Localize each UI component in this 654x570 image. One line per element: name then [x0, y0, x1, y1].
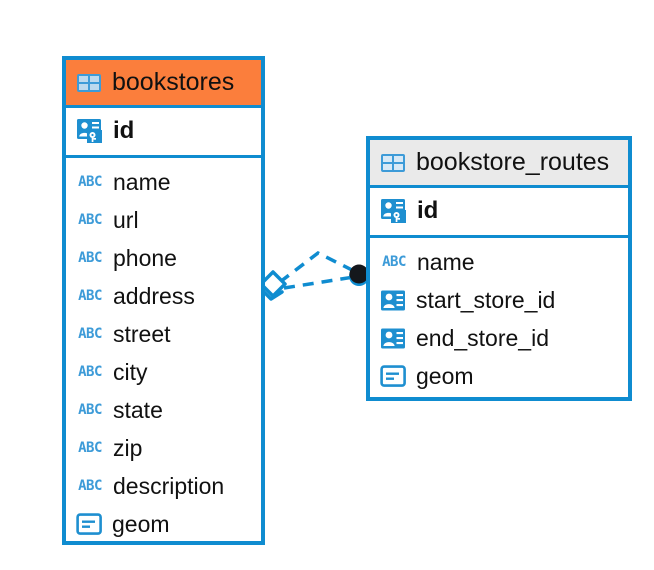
- abc-text-icon: ABC: [78, 326, 102, 342]
- field-row[interactable]: id: [380, 192, 628, 230]
- field-row[interactable]: start_store_id: [380, 281, 628, 319]
- relationship-line-lower: [283, 275, 355, 290]
- field-label: id: [417, 197, 439, 224]
- field-label: name: [113, 168, 171, 195]
- fields-section: ABC name ABC url ABC phone ABC address A…: [66, 158, 261, 549]
- field-label: city: [113, 358, 148, 385]
- field-label: id: [113, 117, 135, 144]
- primary-key-section: id: [370, 188, 628, 238]
- field-label: state: [113, 396, 163, 423]
- table-icon: [76, 72, 102, 94]
- field-row[interactable]: ABC state: [76, 391, 261, 429]
- primary-key-icon: [380, 198, 408, 224]
- field-label: geom: [416, 362, 474, 389]
- geometry-icon: [380, 364, 407, 388]
- abc-text-icon: ABC: [382, 254, 406, 270]
- entity-title: bookstores: [112, 68, 235, 96]
- field-row[interactable]: ABC name: [76, 163, 261, 201]
- primary-key-section: id: [66, 108, 261, 158]
- field-label: end_store_id: [416, 324, 549, 351]
- abc-text-icon: ABC: [78, 212, 102, 228]
- field-row[interactable]: ABC url: [76, 201, 261, 239]
- abc-text-icon: ABC: [78, 402, 102, 418]
- abc-text-icon: ABC: [78, 440, 102, 456]
- abc-text-icon: ABC: [78, 364, 102, 380]
- field-row[interactable]: geom: [380, 357, 628, 395]
- field-label: description: [113, 472, 225, 499]
- field-row[interactable]: ABC phone: [76, 239, 261, 277]
- field-label: geom: [112, 510, 170, 537]
- field-row[interactable]: ABC address: [76, 277, 261, 315]
- field-label: start_store_id: [416, 286, 556, 313]
- field-label: zip: [113, 434, 143, 461]
- abc-text-icon: ABC: [78, 250, 102, 266]
- field-label: name: [417, 248, 475, 275]
- field-label: address: [113, 282, 195, 309]
- entity-title: bookstore_routes: [416, 148, 610, 176]
- entity-bookstore-routes[interactable]: bookstore_routes: [366, 136, 632, 401]
- field-row[interactable]: ABC description: [76, 467, 261, 505]
- field-row[interactable]: ABC zip: [76, 429, 261, 467]
- entity-bookstores[interactable]: bookstores: [62, 56, 265, 545]
- field-row[interactable]: id: [76, 112, 261, 150]
- table-icon: [380, 152, 406, 174]
- relationship-line-upper: [278, 250, 357, 284]
- field-label: phone: [113, 244, 177, 271]
- field-label: street: [113, 320, 171, 347]
- geometry-icon: [76, 512, 103, 536]
- primary-key-icon: [76, 118, 104, 144]
- field-row[interactable]: ABC name: [380, 243, 628, 281]
- foreign-key-icon: [380, 289, 407, 312]
- entity-header-bookstore-routes[interactable]: bookstore_routes: [370, 140, 628, 188]
- field-label: url: [113, 206, 139, 233]
- abc-text-icon: ABC: [78, 288, 102, 304]
- field-row[interactable]: end_store_id: [380, 319, 628, 357]
- entity-header-bookstores[interactable]: bookstores: [66, 60, 261, 108]
- abc-text-icon: ABC: [78, 174, 102, 190]
- fields-section: ABC name start_store_id: [370, 238, 628, 401]
- field-row[interactable]: ABC street: [76, 315, 261, 353]
- field-row[interactable]: geom: [76, 505, 261, 543]
- foreign-key-icon: [380, 327, 407, 350]
- abc-text-icon: ABC: [78, 478, 102, 494]
- field-row[interactable]: ABC city: [76, 353, 261, 391]
